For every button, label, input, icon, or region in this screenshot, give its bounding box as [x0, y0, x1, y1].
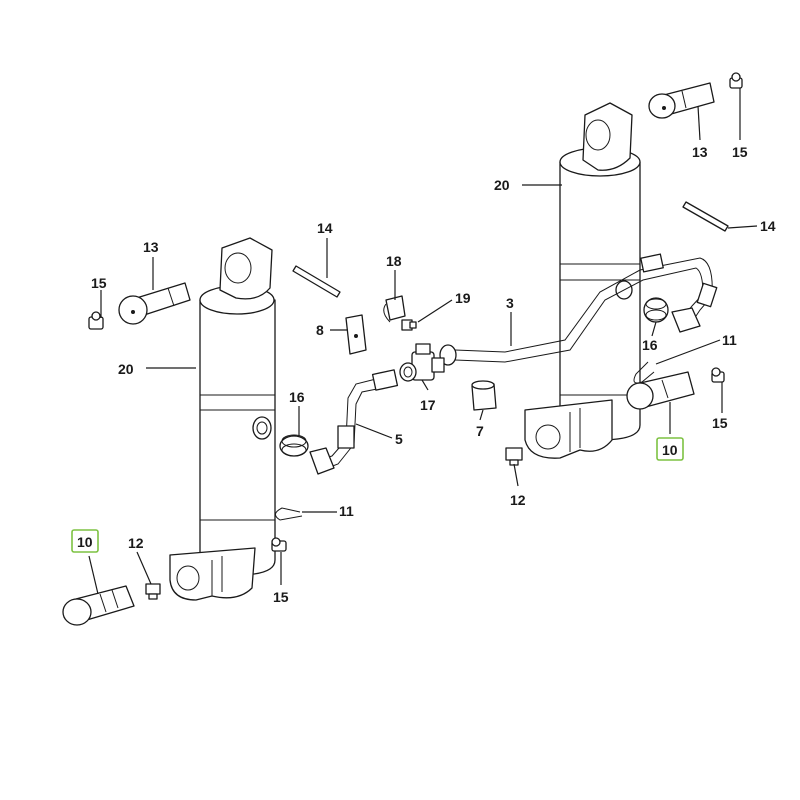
t-fitting-17[interactable] [399, 343, 445, 382]
pin-10-right[interactable] [626, 371, 695, 410]
callout-3[interactable]: 3 [506, 295, 514, 311]
bolt-12-left[interactable] [145, 583, 161, 600]
clip-18[interactable] [383, 295, 406, 323]
bolt-12-right[interactable] [505, 447, 523, 466]
callout-8[interactable]: 8 [316, 322, 324, 338]
pin-13-right[interactable] [648, 82, 715, 119]
callout-13-right[interactable]: 13 [692, 144, 708, 160]
grease-nipple-15-b[interactable] [729, 72, 743, 89]
callout-5[interactable]: 5 [395, 431, 403, 447]
pin-13-left[interactable] [118, 282, 191, 325]
grease-nipple-15-a[interactable] [88, 311, 104, 330]
callout-12-left[interactable]: 12 [128, 535, 144, 551]
callout-7[interactable]: 7 [476, 423, 484, 439]
pipe-line-3[interactable] [439, 253, 718, 366]
rod-pin-14-left[interactable] [292, 265, 341, 298]
callout-18[interactable]: 18 [386, 253, 402, 269]
callout-10-right[interactable]: 10 [662, 442, 678, 458]
callout-16-left[interactable]: 16 [289, 389, 305, 405]
bushing-7[interactable] [471, 380, 497, 411]
callout-15-c[interactable]: 15 [712, 415, 728, 431]
callout-11-right[interactable]: 11 [722, 332, 737, 348]
callout-16-right[interactable]: 16 [642, 337, 658, 353]
fitting-16-left[interactable] [279, 434, 309, 457]
callout-15-b[interactable]: 15 [732, 144, 748, 160]
pin-10-left[interactable] [62, 585, 135, 626]
callout-20-left[interactable]: 20 [118, 361, 134, 377]
callout-15-a[interactable]: 15 [91, 275, 107, 291]
pipe-line-5[interactable] [309, 369, 399, 475]
spring-clip-11-left[interactable] [275, 507, 303, 521]
bracket-8[interactable] [345, 314, 367, 355]
callout-19[interactable]: 19 [455, 290, 471, 306]
callout-12-right[interactable]: 12 [510, 492, 526, 508]
leader-lines [88, 88, 758, 595]
callout-14-left[interactable]: 14 [317, 220, 333, 236]
callout-20-right[interactable]: 20 [494, 177, 510, 193]
rod-pin-14-right[interactable] [682, 201, 729, 232]
highlight-box-10-left [71, 529, 99, 553]
callout-17[interactable]: 17 [420, 397, 436, 413]
highlight-box-10-right [656, 437, 684, 461]
left-hydraulic-cylinder[interactable] [169, 237, 276, 601]
callout-11-left[interactable]: 11 [339, 503, 354, 519]
callout-14-right[interactable]: 14 [760, 218, 776, 234]
grease-nipple-15-d[interactable] [271, 537, 287, 552]
grease-nipple-15-c[interactable] [711, 367, 725, 383]
callout-13-left[interactable]: 13 [143, 239, 159, 255]
screw-19[interactable] [401, 319, 417, 331]
callout-labels: 20 20 13 13 15 15 15 15 14 14 18 19 8 3 … [77, 144, 776, 605]
right-hydraulic-cylinder[interactable] [524, 102, 641, 459]
fitting-16-right[interactable] [643, 297, 669, 323]
callout-15-d[interactable]: 15 [273, 589, 289, 605]
callout-10-left[interactable]: 10 [77, 534, 93, 550]
